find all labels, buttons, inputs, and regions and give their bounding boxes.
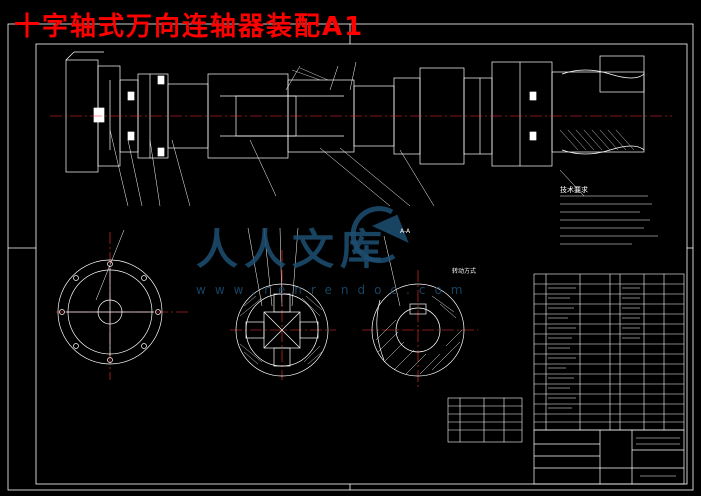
tech-requirements-heading: 技术要求 [560, 186, 588, 194]
watermark-logo [350, 206, 409, 264]
drawing-frame [7, 23, 694, 491]
title-block-fill [548, 287, 680, 477]
flange-end-view [57, 259, 163, 365]
leader-lines [95, 61, 585, 307]
shaft-assembly [65, 51, 645, 173]
section-view-hatch [375, 295, 463, 375]
watermark-url: www.renrendoc.com [196, 283, 472, 297]
section-view-a [371, 283, 465, 377]
watermark-brand: 人人文库 [196, 225, 389, 274]
section-label: A-A [400, 228, 411, 235]
cross-section-view [235, 283, 329, 377]
rotation-note: 转动方式 [452, 268, 477, 275]
tech-requirement-lines [560, 195, 658, 245]
drawing-title: 十字轴式万向连轴器装配A1 [14, 12, 365, 42]
cross-section-hatch [239, 295, 323, 365]
parts-list [533, 273, 685, 431]
parameter-table [447, 397, 523, 443]
section-hatch [291, 67, 635, 151]
title-block [533, 429, 685, 485]
